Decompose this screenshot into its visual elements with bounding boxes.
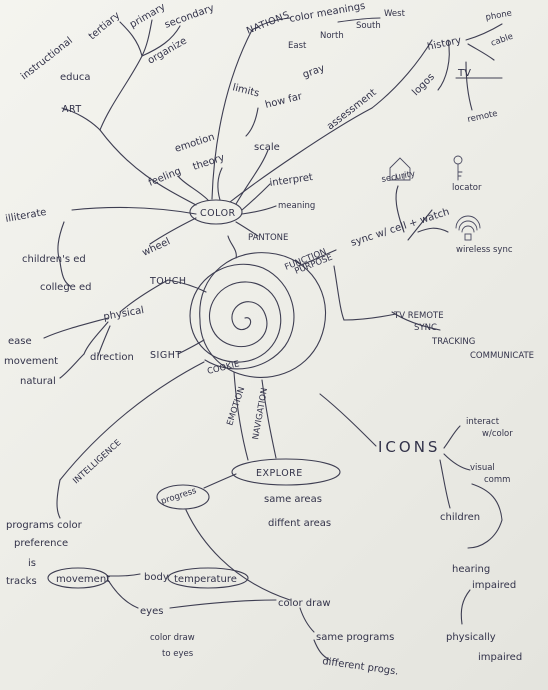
label-sync: SYNC <box>414 323 437 333</box>
label-eyes: eyes <box>140 606 163 617</box>
label-west: West <box>384 9 406 19</box>
label-meaning: meaning <box>278 201 315 211</box>
label-direction: direction <box>90 352 134 363</box>
label-primary: primary <box>128 1 167 30</box>
lower-branch: EXPLORE same areas diffent areas progres… <box>6 468 399 678</box>
security-icon <box>389 157 411 181</box>
label-feeling: feeling <box>147 166 183 189</box>
label-scale: scale <box>254 142 280 153</box>
label-hearing: hearing <box>452 564 490 575</box>
label-intelligence: INTELLIGENCE <box>71 438 123 486</box>
label-wireless-sync: wireless sync <box>456 245 513 255</box>
label-college-ed: college ed <box>40 282 92 293</box>
center-outer-ring <box>199 252 327 378</box>
label-remote: remote <box>467 109 499 125</box>
label-natural: natural <box>20 376 56 387</box>
label-movement-left: movement <box>4 356 58 367</box>
label-gray: gray <box>301 63 326 81</box>
label-how-far: how far <box>264 91 304 111</box>
label-emotion-center: EMOTION <box>225 386 247 427</box>
label-sync-cell-watch: sync w/ cell + watch <box>350 207 451 249</box>
label-progress: progress <box>160 486 199 507</box>
label-preference: preference <box>14 538 68 549</box>
label-comm: comm <box>484 475 510 485</box>
label-tracks: tracks <box>6 576 37 587</box>
label-ease: ease <box>8 336 32 347</box>
left-branch: illiterate children's ed college ed TOUC… <box>4 207 187 387</box>
label-body: body <box>144 572 169 583</box>
label-childrens-ed: children's ed <box>22 254 86 265</box>
label-art: ART <box>62 104 82 115</box>
label-impaired-2: impaired <box>478 652 522 663</box>
label-interpret: interpret <box>269 172 314 189</box>
label-illiterate: illiterate <box>5 207 48 225</box>
label-physical: physical <box>103 305 145 323</box>
label-cable: cable <box>490 32 515 49</box>
locator-icon <box>453 155 463 181</box>
label-color-draw: color draw <box>278 598 331 609</box>
label-movement-low: movement <box>56 574 110 585</box>
label-south: South <box>356 21 381 31</box>
label-color-meanings: color meanings <box>289 1 367 25</box>
label-explore: EXPLORE <box>256 468 303 479</box>
label-to-eyes: to eyes <box>162 649 194 659</box>
label-impaired: impaired <box>472 580 516 591</box>
connector-lines <box>43 17 503 661</box>
label-tertiary: tertiary <box>87 10 123 42</box>
nations-branch: NATIONS color meanings East North South … <box>245 1 406 51</box>
label-tv: TV <box>457 68 471 79</box>
label-w-color: w/color <box>482 429 513 439</box>
label-same-areas: same areas <box>264 494 322 505</box>
label-same-programs: same programs <box>316 632 394 643</box>
label-security: security <box>381 169 416 185</box>
label-emotion-color: emotion <box>174 132 217 155</box>
label-north: North <box>320 31 344 41</box>
label-different-progs: different progs. <box>322 656 400 678</box>
label-icons: ICONS <box>378 438 440 456</box>
label-temperature: temperature <box>174 574 237 585</box>
label-limits: limits <box>231 82 260 99</box>
label-communicate: COMMUNICATE <box>470 351 534 361</box>
function-branch: FUNCTION PURPOSE security locator sync w… <box>283 169 534 361</box>
label-nations: NATIONS <box>245 10 291 37</box>
label-secondary: secondary <box>163 3 216 31</box>
label-educa: educa <box>60 72 90 83</box>
wireless-icon <box>455 215 481 241</box>
label-phone: phone <box>485 8 513 22</box>
history-branch: history phone cable logos TV remote <box>410 8 514 124</box>
label-programs-color: programs color <box>6 520 83 531</box>
label-pantone: PANTONE <box>248 233 288 243</box>
label-assessment: assessment <box>325 87 379 132</box>
label-is: is <box>28 558 36 569</box>
label-different-areas: diffent areas <box>268 518 331 529</box>
label-children: children <box>440 512 480 523</box>
label-tracking: TRACKING <box>431 337 475 347</box>
label-touch: TOUCH <box>149 276 187 287</box>
label-east: East <box>288 41 307 51</box>
label-history: history <box>426 35 462 53</box>
label-sight: SIGHT <box>150 350 182 361</box>
label-physically: physically <box>446 632 496 643</box>
label-tv-remote: TV REMOTE <box>393 311 444 321</box>
label-color-draw-eyes: color draw <box>150 633 195 643</box>
color-branch: limits gray how far scale assessment emo… <box>141 63 379 259</box>
label-color-hub: COLOR <box>200 208 236 219</box>
label-interact: interact <box>466 417 500 427</box>
label-cookie: COOKIE <box>206 359 240 377</box>
center-spiral <box>189 263 295 370</box>
label-locator: locator <box>452 183 482 193</box>
label-visual: visual <box>470 463 495 473</box>
icons-branch: ICONS interact w/color visual comm child… <box>378 417 522 663</box>
label-logos: logos <box>410 72 437 99</box>
